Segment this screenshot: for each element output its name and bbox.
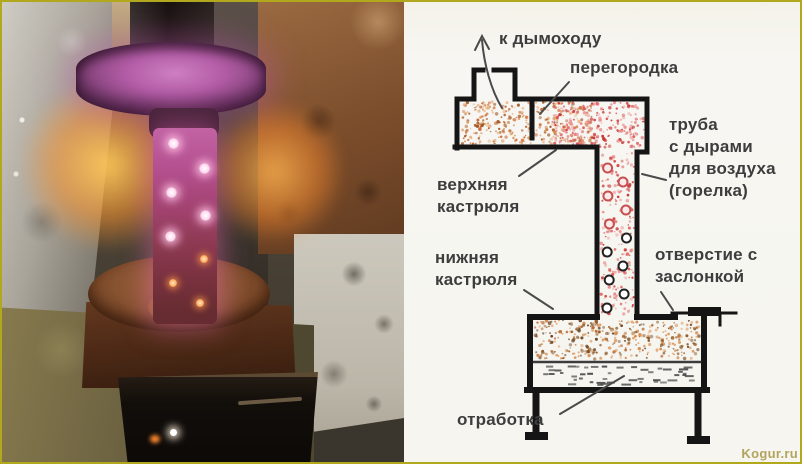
glowing-hole bbox=[165, 230, 177, 242]
upper-pot-bottom-and-pipe-left bbox=[452, 144, 600, 318]
oil-pan bbox=[118, 372, 318, 462]
pipe-air-holes bbox=[601, 162, 632, 314]
stove-photo bbox=[2, 2, 404, 462]
right-foot bbox=[687, 436, 710, 444]
glowing-hole bbox=[196, 299, 205, 308]
label-lower-pot-line2: кастрюля bbox=[435, 270, 518, 289]
label-pipe-line1: труба bbox=[669, 115, 718, 134]
pointer-waste-oil bbox=[559, 375, 625, 415]
upper-pot-outline bbox=[454, 67, 650, 318]
glowing-hole bbox=[168, 138, 180, 150]
label-pipe: труба с дырами для воздуха (горелка) bbox=[669, 114, 776, 202]
speckles-lower-pot bbox=[533, 318, 701, 361]
label-lower-pot-line1: нижняя bbox=[435, 248, 500, 267]
pointer-opening bbox=[660, 291, 674, 311]
watermark: Kogur.ru bbox=[741, 446, 798, 461]
speckles-pipe bbox=[599, 152, 635, 316]
label-lower-pot: нижняя кастрюля bbox=[435, 247, 518, 291]
pan-rim-highlight bbox=[237, 396, 303, 406]
label-chimney: к дымоходу bbox=[499, 29, 602, 48]
lower-pot-legs bbox=[532, 388, 702, 442]
label-pipe-line2: с дырами bbox=[669, 137, 753, 156]
chimney-arrow-head bbox=[474, 33, 490, 51]
glowing-hole bbox=[198, 162, 210, 174]
pointer-pipe bbox=[641, 173, 667, 181]
label-upper-pot-line1: верхняя bbox=[437, 175, 508, 194]
glowing-hole bbox=[165, 187, 177, 199]
stove-diagram: к дымоходу перегородка труба с дырами дл… bbox=[404, 2, 800, 462]
label-pipe-line3: для воздуха bbox=[669, 159, 776, 178]
label-upper-pot-line2: кастрюля bbox=[437, 197, 520, 216]
label-upper-pot: верхняя кастрюля bbox=[437, 174, 520, 218]
lower-pot-outline bbox=[524, 312, 710, 393]
diagram-drawing bbox=[452, 33, 738, 444]
label-pipe-line4: (горелка) bbox=[669, 181, 748, 200]
label-opening: отверстие с заслонкой bbox=[655, 244, 757, 288]
oil-dashes bbox=[543, 365, 695, 386]
glowing-hole bbox=[168, 278, 177, 287]
pointer-upper-pot bbox=[518, 149, 557, 177]
burner-pipe-glowing bbox=[153, 128, 217, 324]
oil-reflection-orange bbox=[150, 435, 160, 443]
speckles-junction bbox=[551, 101, 647, 149]
pointer-partition bbox=[539, 81, 570, 115]
upper-pot-glowing-disc bbox=[76, 42, 266, 116]
label-partition: перегородка bbox=[570, 58, 679, 77]
left-foot bbox=[525, 432, 548, 440]
glowing-hole bbox=[200, 210, 212, 222]
oil-reflection-white bbox=[170, 429, 177, 436]
label-opening-line1: отверстие с bbox=[655, 245, 758, 264]
label-waste-oil: отработка bbox=[457, 410, 544, 429]
damper-plate bbox=[688, 307, 721, 316]
chimney-arrow-curve bbox=[481, 39, 503, 109]
glowing-hole bbox=[200, 255, 209, 264]
flame-glow-right bbox=[207, 97, 342, 247]
label-opening-line2: заслонкой bbox=[655, 267, 745, 286]
pointer-lower-pot bbox=[523, 289, 554, 310]
